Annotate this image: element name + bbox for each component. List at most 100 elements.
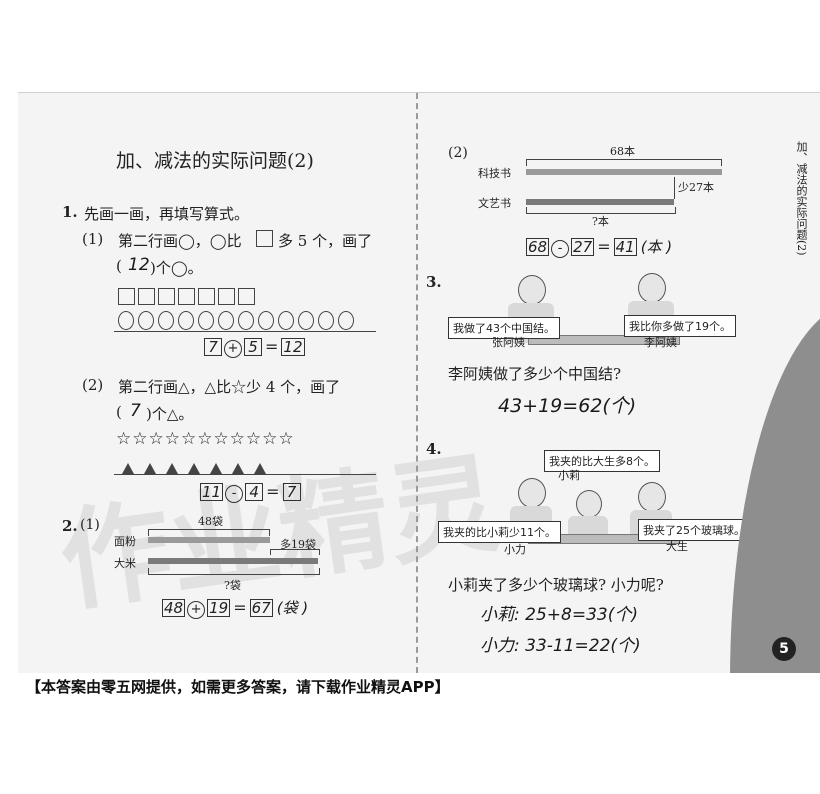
q4-answer-1: 小莉: 25+8=33(个) bbox=[480, 605, 638, 625]
unknown-brace bbox=[148, 568, 320, 575]
q2-unknown-label: ?袋 bbox=[224, 579, 241, 592]
table-shape bbox=[528, 335, 680, 345]
triangle-shape bbox=[188, 463, 200, 474]
page-number: 5 bbox=[779, 641, 789, 657]
triangle-shape bbox=[122, 463, 134, 474]
q4-answer-2: 小力: 33-11=22(个) bbox=[480, 636, 641, 656]
q1-number: 1. bbox=[62, 203, 78, 221]
oval-shape bbox=[278, 311, 294, 330]
total-brace bbox=[526, 159, 722, 166]
q1-part1-equation: 7+5=12 bbox=[204, 337, 305, 358]
q1-triangle-row bbox=[122, 459, 276, 478]
q1-part2-label: (2) bbox=[82, 376, 104, 394]
oval-shape bbox=[258, 311, 274, 330]
q2-part1-equation: 48+19=67(袋 ) bbox=[162, 597, 308, 619]
q1-box-row bbox=[118, 286, 258, 305]
q1-part1-answer-pre: ( bbox=[116, 257, 122, 275]
equals-sign: = bbox=[266, 482, 280, 501]
q1-part2-equation: 11-4=7 bbox=[200, 482, 301, 503]
q2-part1-label: (1) bbox=[80, 517, 100, 533]
total-brace bbox=[148, 529, 270, 536]
oval-shape bbox=[298, 311, 314, 330]
divider-line bbox=[114, 331, 376, 332]
child-head bbox=[518, 478, 546, 508]
workbook-page: 作业精灵 加、减法的实际问题(2) 1. 先画一画，再填写算式。 (1) 第二行… bbox=[18, 92, 820, 673]
speech-bubble-li: 我比你多做了19个。 bbox=[624, 315, 736, 337]
speech-bubble-xiaoli-left: 我夹的比小莉少11个。 bbox=[438, 521, 561, 543]
literature-book-bar bbox=[526, 199, 674, 205]
q1-oval-row bbox=[118, 311, 358, 334]
box-shape bbox=[158, 288, 175, 305]
q1-part2-answer-post: )个△。 bbox=[146, 405, 194, 423]
page-curl bbox=[730, 303, 820, 673]
eq-operand: 5 bbox=[244, 338, 262, 356]
child-head bbox=[638, 482, 666, 512]
eq-operand: 11 bbox=[200, 483, 224, 501]
eq-operand: 27 bbox=[571, 238, 595, 256]
name-xiaoli-top: 小莉 bbox=[558, 469, 580, 482]
plus-icon: + bbox=[224, 340, 242, 358]
q3-question: 李阿姨做了多少个中国结? bbox=[448, 365, 622, 383]
person-head bbox=[638, 273, 666, 303]
name-li: 李阿姨 bbox=[644, 336, 677, 349]
q1-part2-answer: 7 bbox=[130, 401, 141, 421]
oval-shape bbox=[238, 311, 254, 330]
oval-shape bbox=[158, 311, 174, 330]
eq-operand: 7 bbox=[204, 338, 222, 356]
triangle-shape bbox=[232, 463, 244, 474]
q1-part2-text: 第二行画△，△比☆少 4 个，画了 bbox=[118, 378, 341, 396]
eq-unit: (本 ) bbox=[640, 238, 673, 256]
q1-part1-text-b: 多 5 个，画了 bbox=[278, 232, 373, 250]
box-shape bbox=[238, 288, 255, 305]
eq-operand: 4 bbox=[245, 483, 264, 501]
child-head bbox=[576, 490, 602, 518]
name-xiaoli-left: 小力 bbox=[504, 543, 526, 556]
minus-icon: - bbox=[551, 240, 570, 258]
eq-unit: (袋 ) bbox=[276, 599, 309, 617]
triangle-shape bbox=[210, 463, 222, 474]
oval-shape bbox=[118, 311, 134, 330]
q2-number: 2. bbox=[62, 517, 78, 535]
triangle-shape bbox=[166, 463, 178, 474]
q2-part2-total: 68本 bbox=[610, 145, 635, 158]
equals-sign: = bbox=[597, 237, 611, 256]
box-shape bbox=[118, 288, 135, 305]
book-spine bbox=[416, 93, 418, 673]
person-head bbox=[518, 275, 546, 305]
q2-more-label: 多19袋 bbox=[280, 538, 316, 551]
square-symbol bbox=[256, 230, 273, 247]
science-book-bar bbox=[526, 169, 722, 175]
oval-shape bbox=[338, 311, 354, 330]
box-shape bbox=[138, 288, 155, 305]
oval-shape bbox=[318, 311, 334, 330]
eq-operand: 19 bbox=[207, 599, 231, 617]
q2-part2-less: 少27本 bbox=[678, 181, 714, 194]
q3-answer: 43+19=62(个) bbox=[498, 395, 637, 417]
name-dasheng: 大生 bbox=[666, 540, 688, 553]
q2-part2-equation: 68-27=41(本 ) bbox=[526, 236, 672, 258]
eq-operand: 48 bbox=[162, 599, 186, 617]
q4-number: 4. bbox=[426, 440, 442, 458]
equals-sign: = bbox=[265, 337, 279, 356]
q1-instruction: 先画一画，再填写算式。 bbox=[84, 205, 250, 223]
oval-shape bbox=[178, 311, 194, 330]
eq-result: 67 bbox=[249, 599, 273, 617]
rice-bar bbox=[148, 558, 318, 564]
page-title: 加、减法的实际问题(2) bbox=[116, 150, 314, 172]
q3-number: 3. bbox=[426, 273, 442, 291]
q4-question: 小莉夹了多少个玻璃球? 小力呢? bbox=[448, 576, 664, 594]
eq-result: 41 bbox=[613, 238, 637, 256]
triangle-shape bbox=[254, 463, 266, 474]
q2-part2-label: (2) bbox=[448, 145, 468, 161]
minus-icon: - bbox=[225, 485, 244, 503]
side-tab-title: 加、减法的实际问题(2) bbox=[795, 141, 808, 256]
q2-part2-row2: 文艺书 bbox=[478, 197, 511, 210]
more-brace bbox=[270, 549, 320, 555]
speech-bubble-dasheng: 我夹了25个玻璃球。 bbox=[638, 519, 750, 541]
plus-icon: + bbox=[187, 601, 206, 619]
page-number-badge: 5 bbox=[772, 637, 796, 661]
q1-part1-label: (1) bbox=[82, 230, 104, 248]
q1-part1-answer: 12 bbox=[128, 255, 150, 275]
eq-result: 12 bbox=[281, 338, 305, 356]
q1-part1-answer-post: )个◯。 bbox=[150, 259, 203, 277]
